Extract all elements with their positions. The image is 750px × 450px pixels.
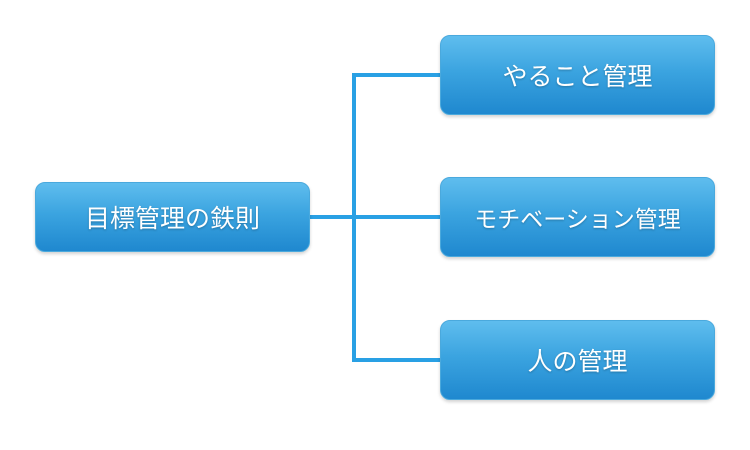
connector-branch-middle bbox=[352, 215, 440, 219]
connector-branch-bottom bbox=[352, 358, 440, 362]
connector-root-to-trunk bbox=[310, 215, 356, 219]
root-node-label: 目標管理の鉄則 bbox=[84, 204, 260, 233]
child-node-label: やること管理 bbox=[502, 62, 653, 91]
child-node-label: モチベーション管理 bbox=[474, 207, 681, 233]
child-node-label: 人の管理 bbox=[527, 347, 628, 376]
child-node-task-management: やること管理 bbox=[440, 35, 715, 115]
child-node-motivation-management: モチベーション管理 bbox=[440, 177, 715, 257]
connector-branch-top bbox=[352, 73, 440, 77]
child-node-people-management: 人の管理 bbox=[440, 320, 715, 400]
root-node-goal-management: 目標管理の鉄則 bbox=[35, 182, 310, 252]
